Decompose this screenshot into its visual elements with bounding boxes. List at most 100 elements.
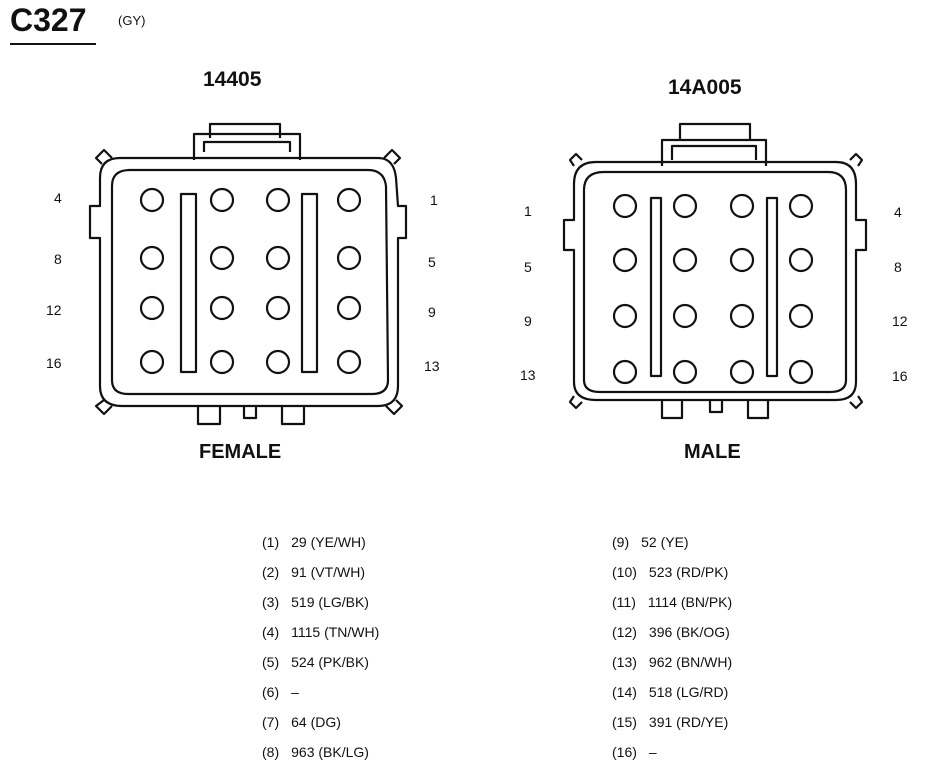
female-pin-cavities: [139, 187, 362, 375]
pinout-row: (12) 396 (BK/OG): [612, 624, 730, 640]
female-pin-cavity: [336, 245, 362, 271]
female-row-label-left: 8: [54, 251, 62, 267]
pinout-row: (13)962 (BN/WH): [612, 654, 732, 670]
pin-number: (13): [612, 654, 637, 670]
circuit-wire: 1115 (TN/WH): [291, 624, 380, 640]
female-pin-cavity: [265, 349, 291, 375]
male-pin-cavity: [729, 359, 755, 385]
female-label: FEMALE: [199, 441, 282, 463]
female-pin-cavity: [139, 349, 165, 375]
pinout-row: (5) 524 (PK/BK): [262, 654, 369, 670]
pin-number: (16): [612, 744, 637, 760]
circuit-wire: 396 (BK/OG): [648, 624, 730, 640]
male-pin-cavity: [612, 193, 638, 219]
female-pin-cavity: [139, 295, 165, 321]
circuit-wire: 52 (YE): [641, 534, 689, 550]
circuit-wire: 91 (VT/WH): [291, 564, 366, 580]
female-row-label-right: 13: [424, 358, 440, 374]
female-pin-cavity: [336, 349, 362, 375]
pinout-row: (11) 1114 (BN/PK): [612, 594, 732, 610]
pinout-row: (4) 1115 (TN/WH): [262, 624, 379, 640]
male-pin-cavity: [612, 303, 638, 329]
male-pin-cavity: [672, 247, 698, 273]
male-pin-cavity: [729, 247, 755, 273]
pin-number: (4): [262, 624, 280, 640]
female-pin-cavity: [265, 245, 291, 271]
pin-number: (11): [612, 594, 636, 610]
circuit-wire: 523 (RD/PK): [648, 564, 729, 580]
male-pin-cavity: [788, 193, 814, 219]
pinout-row: (9) 52 (YE): [612, 534, 689, 550]
male-connector-housing: [562, 122, 868, 420]
connector-color-code: (GY): [118, 13, 146, 28]
male-pin-cavity: [612, 359, 638, 385]
female-pin-cavity: [209, 245, 235, 271]
female-pin-cavity: [209, 187, 235, 213]
circuit-wire: 1114 (BN/PK): [647, 594, 733, 610]
pinout-row: (15) 391 (RD/YE): [612, 714, 728, 730]
female-pin-cavity: [265, 187, 291, 213]
female-connector-housing: [88, 122, 408, 426]
pinout-row: (14) 518 (LG/RD): [612, 684, 728, 700]
circuit-wire: –: [291, 684, 299, 700]
circuit-wire: 391 (RD/YE): [648, 714, 729, 730]
female-row-label-left: 16: [46, 355, 62, 371]
pinout-row: (1)29 (YE/WH): [262, 534, 366, 550]
male-row-label-right: 12: [892, 313, 908, 329]
pinout-row: (10)523 (RD/PK): [612, 564, 728, 580]
female-row-label-left: 12: [46, 302, 62, 318]
male-pin-cavity: [729, 193, 755, 219]
male-row-label-right: 16: [892, 368, 908, 384]
male-part-number: 14A005: [668, 76, 742, 99]
male-row-label-left: 5: [524, 259, 532, 275]
pin-number: (5): [262, 654, 280, 670]
male-label: MALE: [684, 441, 741, 463]
female-pin-cavity: [139, 245, 165, 271]
female-pin-cavity: [336, 295, 362, 321]
circuit-wire: 519 (LG/BK): [291, 594, 369, 610]
female-row-label-left: 4: [54, 190, 62, 206]
male-pin-cavity: [788, 303, 814, 329]
male-row-label-left: 9: [524, 313, 532, 329]
female-pin-cavity: [209, 295, 235, 321]
circuit-wire: 518 (LG/RD): [648, 684, 729, 700]
male-pin-cavity: [672, 303, 698, 329]
pinout-row: (16)–: [612, 744, 657, 760]
male-row-label-right: 4: [894, 204, 902, 220]
male-row-label-left: 13: [520, 367, 536, 383]
title-underline: [10, 43, 96, 45]
circuit-wire: 524 (PK/BK): [291, 654, 369, 670]
circuit-wire: 29 (YE/WH): [291, 534, 366, 550]
male-pin-cavity: [612, 247, 638, 273]
pinout-row: (3) 519 (LG/BK): [262, 594, 369, 610]
male-row-label-left: 1: [524, 203, 532, 219]
pin-number: (14): [612, 684, 637, 700]
male-pin-cavity: [788, 247, 814, 273]
male-pin-cavity: [729, 303, 755, 329]
pin-number: (8): [262, 744, 280, 760]
pin-number: (6): [262, 684, 280, 700]
pinout-row: (6)–: [262, 684, 299, 700]
circuit-wire: –: [648, 744, 657, 760]
female-row-label-right: 1: [430, 192, 438, 208]
pin-number: (3): [262, 594, 280, 610]
female-pin-cavity: [139, 187, 165, 213]
male-row-label-right: 8: [894, 259, 902, 275]
connector-title: C327: [10, 2, 87, 38]
female-row-label-right: 9: [428, 304, 436, 320]
circuit-wire: 963 (BK/LG): [291, 744, 369, 760]
pin-number: (15): [612, 714, 637, 730]
pin-number: (2): [262, 564, 280, 580]
female-part-number: 14405: [203, 68, 262, 91]
circuit-wire: 64 (DG): [291, 714, 341, 730]
male-pin-cavity: [672, 193, 698, 219]
pin-number: (9): [612, 534, 630, 550]
pin-number: (12): [612, 624, 637, 640]
pinout-row: (2) 91 (VT/WH): [262, 564, 365, 580]
pin-number: (7): [262, 714, 280, 730]
female-pin-cavity: [265, 295, 291, 321]
male-pin-cavity: [672, 359, 698, 385]
female-pin-cavity: [209, 349, 235, 375]
female-row-label-right: 5: [428, 254, 436, 270]
